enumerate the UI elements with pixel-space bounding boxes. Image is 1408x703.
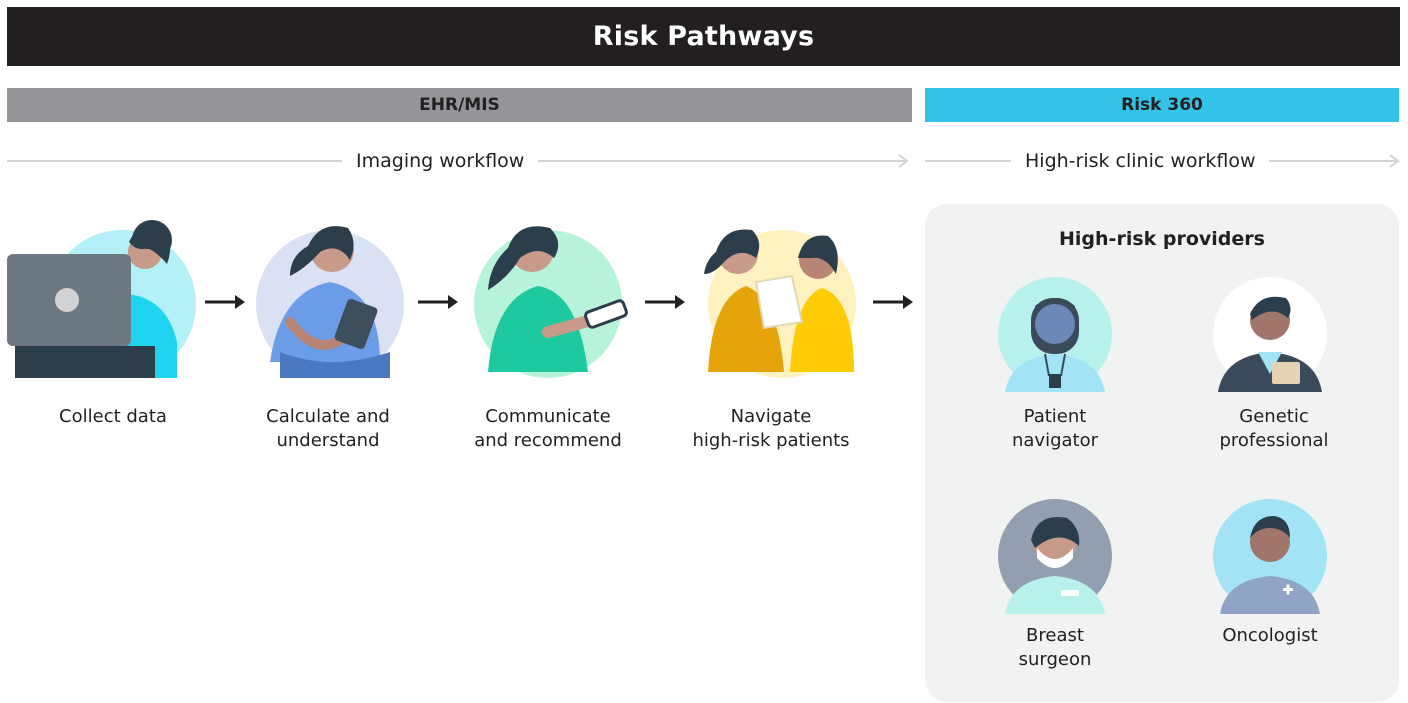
imaging-workflow-label: Imaging workflow [342, 148, 539, 174]
arrow-right-icon [205, 295, 245, 309]
provider-genetic-professional: Genetic professional [1219, 406, 1329, 451]
arrow-right-icon [645, 295, 685, 309]
arrow-right-icon [418, 295, 458, 309]
arrow-right-icon [873, 295, 913, 309]
imaging-flow-arrowhead [898, 154, 909, 168]
step-communicate-recommend: Communicate and recommend [474, 406, 622, 451]
provider-breast-surgeon: Breast surgeon [1018, 625, 1092, 670]
person-at-computer-icon [7, 220, 196, 378]
person-with-phone-icon [474, 226, 628, 378]
two-people-talking-icon [704, 229, 856, 378]
step-calculate-understand: Calculate and understand [266, 406, 390, 451]
page-title: Risk Pathways [7, 7, 1400, 66]
genetic-professional-avatar-icon [1213, 277, 1327, 392]
oncologist-avatar-icon [1213, 499, 1327, 614]
providers-panel [925, 204, 1399, 702]
person-with-tablet-icon [256, 226, 404, 378]
providers-title: High-risk providers [1059, 228, 1265, 250]
step-collect-data: Collect data [59, 406, 167, 427]
risk360-band: Risk 360 [925, 88, 1399, 122]
patient-navigator-avatar-icon [998, 277, 1112, 392]
provider-patient-navigator: Patient navigator [1011, 406, 1099, 451]
clinic-workflow-label: High-risk clinic workflow [1011, 148, 1270, 174]
ehr-band: EHR/MIS [7, 88, 912, 122]
provider-oncologist: Oncologist [1222, 625, 1318, 646]
step-navigate-patients: Navigate high-risk patients [692, 406, 850, 451]
breast-surgeon-avatar-icon [998, 499, 1112, 614]
clinic-flow-arrowhead [1389, 154, 1400, 168]
